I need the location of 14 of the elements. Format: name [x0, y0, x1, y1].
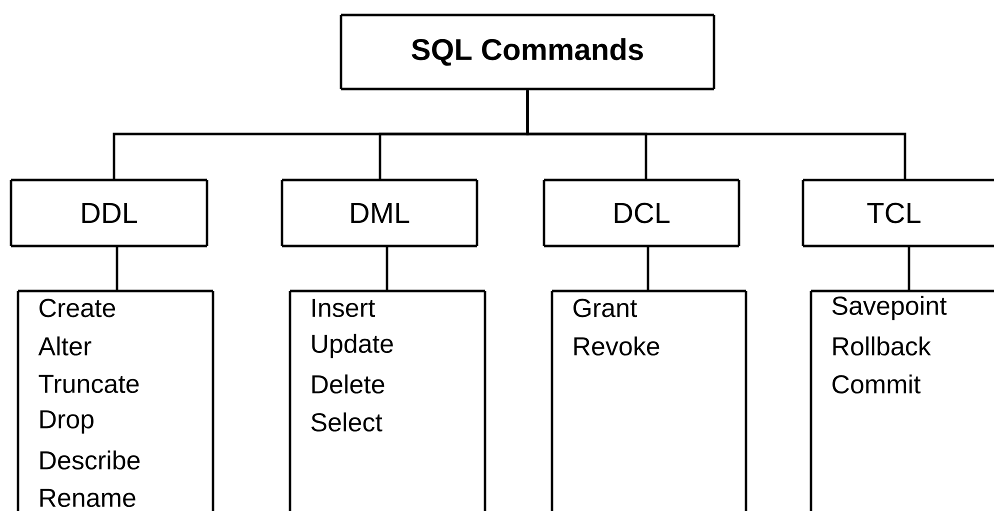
root-box: SQL Commands — [340, 14, 716, 90]
command-list-box: Savepoint Rollback Commit — [810, 290, 994, 511]
category-box: TCL — [802, 178, 994, 248]
connector-line — [908, 246, 910, 291]
connector-line — [386, 246, 388, 291]
connector-line — [646, 246, 650, 291]
category-box: DCL — [542, 178, 740, 248]
command-list-box: Grant Revoke — [550, 290, 748, 511]
category-box: DML — [280, 178, 478, 248]
command-list-box: Insert Update Delete Select — [288, 290, 486, 511]
connector-line — [526, 90, 906, 180]
command-list-box: Create Alter Truncate Drop Describe Rename — [16, 290, 214, 511]
connector-line — [116, 246, 118, 291]
category-box: DDL — [10, 178, 208, 248]
